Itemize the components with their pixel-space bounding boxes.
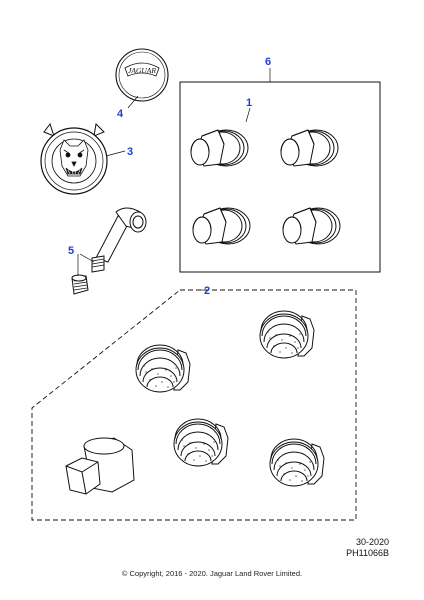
locking-nut-1b (280, 129, 339, 167)
jaguar-badge: JAGUAR (115, 48, 169, 102)
ribbed-nut-2d (269, 438, 325, 487)
locking-nut-1d (282, 207, 341, 245)
leader-5-a (79, 253, 95, 263)
leader-3 (105, 150, 126, 157)
section-code: 30-2020 (356, 537, 389, 547)
locking-key (65, 437, 135, 495)
part-2-dashed-outline (31, 289, 357, 521)
part-6-box (179, 81, 381, 273)
tyre-valve (71, 207, 147, 295)
ribbed-nut-2a (259, 310, 315, 359)
leader-4 (127, 95, 139, 109)
callout-6: 6 (265, 56, 271, 68)
callout-4: 4 (117, 108, 124, 120)
badge-text: JAGUAR (128, 66, 156, 75)
callout-5: 5 (68, 245, 74, 257)
locking-nut-1a (190, 129, 249, 167)
plate-code: PH11066B (346, 548, 389, 558)
copyright-notice: © Copyright, 2016 - 2020. Jaguar Land Ro… (121, 569, 303, 578)
callout-1: 1 (246, 97, 252, 109)
leader-1 (245, 107, 251, 123)
locking-nut-1c (192, 207, 251, 245)
callout-3: 3 (127, 146, 133, 158)
jaguar-head-emblem (59, 139, 89, 177)
ribbed-nut-2c (173, 418, 229, 467)
centre-cap (40, 122, 108, 195)
ribbed-nut-2b (135, 344, 191, 393)
callout-2: 2 (204, 285, 210, 297)
